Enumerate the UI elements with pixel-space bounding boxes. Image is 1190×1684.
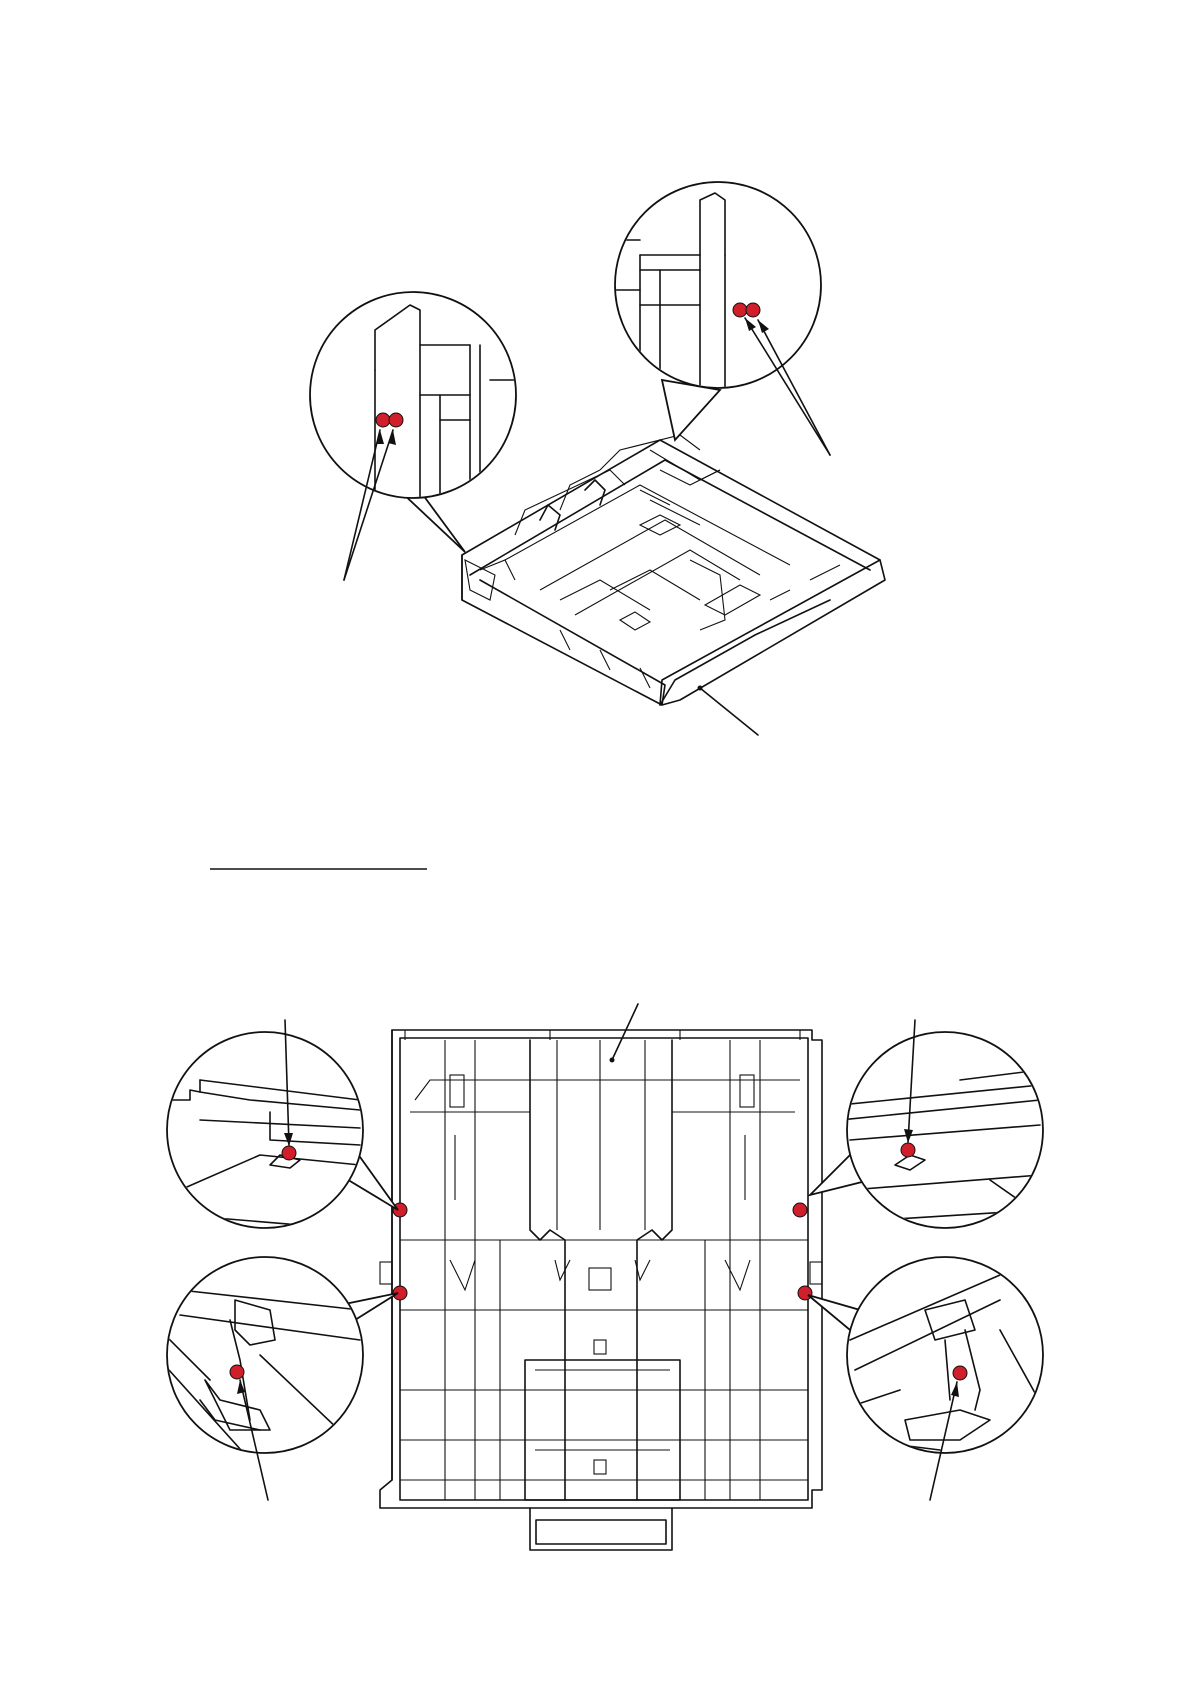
zoom-circle-top-right — [810, 1020, 1043, 1228]
zoom-circle-left — [310, 292, 520, 552]
paper-tray-perspective — [462, 435, 885, 705]
bottom-figure — [160, 1004, 1050, 1550]
red-dot — [901, 1143, 915, 1157]
red-dot — [746, 303, 760, 317]
zoom-circle-bottom-left — [160, 1257, 398, 1500]
red-dot — [376, 413, 390, 427]
red-dot — [793, 1203, 807, 1217]
zoom-circle-top-left — [167, 1020, 398, 1270]
red-dot — [953, 1366, 967, 1380]
red-dot — [733, 303, 747, 317]
red-dot — [798, 1286, 812, 1300]
callout-center — [610, 1004, 639, 1063]
red-dot — [230, 1365, 244, 1379]
red-dot — [389, 413, 403, 427]
paper-tray-top-view — [380, 1030, 822, 1550]
zoom-circle-bottom-right — [808, 1257, 1050, 1500]
red-dot — [282, 1146, 296, 1160]
callout-paper-tray — [698, 686, 759, 736]
zoom-circle-right — [610, 182, 821, 440]
top-figure — [310, 182, 885, 735]
